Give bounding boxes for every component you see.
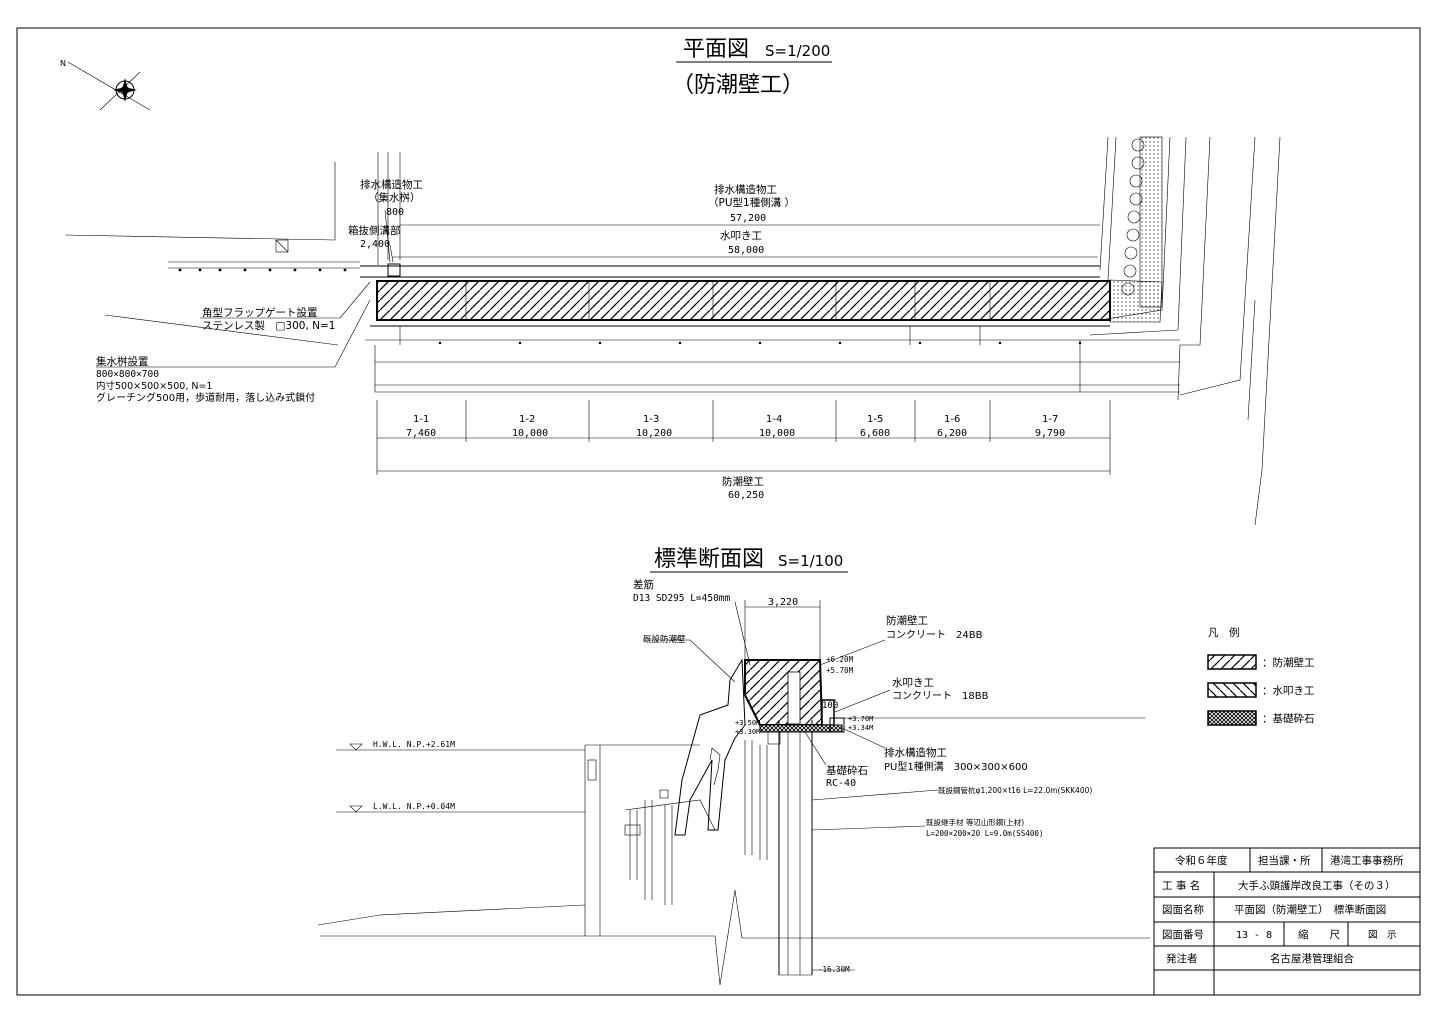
svg-text:集水桝設置: 集水桝設置 <box>96 355 149 368</box>
segment-length: 6,600 <box>860 428 890 439</box>
segment-length: 10,200 <box>636 428 672 439</box>
legend-title: 凡 例 <box>1208 626 1240 639</box>
svg-text:D13 SD295 L=450mm: D13 SD295 L=450mm <box>633 593 731 604</box>
svg-text:令和６年度: 令和６年度 <box>1175 854 1228 867</box>
svg-text:内寸500×500×500, N=1: 内寸500×500×500, N=1 <box>96 380 212 392</box>
svg-text:コンクリート 18BB: コンクリート 18BB <box>892 690 989 702</box>
svg-text:57,200: 57,200 <box>730 213 766 224</box>
water-level-hwl: H.W.L. N.P.+2.61M <box>336 740 585 751</box>
svg-text:差筋: 差筋 <box>633 578 654 591</box>
svg-text:発注者: 発注者 <box>1166 952 1198 965</box>
svg-text:排水構造物工: 排水構造物工 <box>360 178 423 191</box>
svg-text:+3.34M: +3.34M <box>848 724 873 732</box>
section-base-gravel <box>759 724 843 733</box>
svg-text:図面名称: 図面名称 <box>1162 903 1204 916</box>
svg-text:コンクリート 24BB: コンクリート 24BB <box>886 629 983 641</box>
plan-scale: S=1/200 <box>765 42 830 60</box>
svg-text:+3.70M: +3.70M <box>848 715 873 723</box>
north-arrow-icon: N <box>60 59 151 111</box>
segment-name: 1-3 <box>643 414 659 425</box>
segment-name: 1-1 <box>413 414 429 425</box>
svg-text:担当課・所: 担当課・所 <box>1258 854 1311 867</box>
section-wall <box>744 659 824 726</box>
svg-text:L.W.L. N.P.+0.04M: L.W.L. N.P.+0.04M <box>373 802 455 811</box>
segment-name: 1-2 <box>519 414 535 425</box>
legend-swatch-wall <box>1207 654 1257 670</box>
plan-wall-band <box>376 280 1111 321</box>
section-scale: S=1/100 <box>778 552 843 570</box>
segment-length: 10,000 <box>759 428 795 439</box>
segment-length: 10,000 <box>512 428 548 439</box>
section-view: 標準断面図 S=1/100 H.W.L. N.P.+2.61M L.W.L. N… <box>317 547 1150 986</box>
svg-text:基礎砕石: 基礎砕石 <box>826 764 868 777</box>
svg-text:L=200×200×20 L=9.0m(SS400): L=200×200×20 L=9.0m(SS400) <box>926 829 1043 838</box>
svg-text:（集水桝）: （集水桝） <box>368 191 421 204</box>
svg-text:+3.30M: +3.30M <box>735 728 760 736</box>
svg-text:58,000: 58,000 <box>728 245 764 256</box>
svg-text:800×800×700: 800×800×700 <box>96 369 159 380</box>
svg-text:縮 尺: 縮 尺 <box>1298 928 1340 941</box>
title-block: 令和６年度 担当課・所 港湾工事事務所 工 事 名 大手ふ頭護岸改良工事（その３… <box>1153 847 1421 996</box>
plan-view: 平面図 S=1/200 （防潮壁工） N <box>60 37 1281 526</box>
svg-text:港湾工事事務所: 港湾工事事務所 <box>1330 854 1404 867</box>
svg-text:既設継手材 等辺山形鋼(上材): 既設継手材 等辺山形鋼(上材) <box>926 817 1024 827</box>
svg-text:大手ふ頭護岸改良工事（その３）: 大手ふ頭護岸改良工事（その３） <box>1238 879 1396 892</box>
svg-text:2,400: 2,400 <box>360 239 390 250</box>
svg-text:既設防潮壁: 既設防潮壁 <box>643 634 686 645</box>
svg-text:13 - 8: 13 - 8 <box>1236 930 1272 941</box>
svg-text:N: N <box>60 59 66 68</box>
svg-text:+6.20M: +6.20M <box>826 655 854 664</box>
legend-label-apron: ：水叩き工 <box>1262 685 1315 697</box>
svg-text:防潮壁工: 防潮壁工 <box>886 614 928 627</box>
svg-text:工 事 名: 工 事 名 <box>1162 879 1200 892</box>
svg-text:排水構造物工: 排水構造物工 <box>714 183 777 196</box>
legend-label-gravel: ：基礎砕石 <box>1262 712 1315 725</box>
svg-text:箱抜側溝部: 箱抜側溝部 <box>348 224 401 237</box>
legend: 凡 例 ：防潮壁工 ：水叩き工 ：基礎砕石 <box>1207 626 1315 726</box>
segment-name: 1-7 <box>1042 414 1058 425</box>
svg-text:+5.70M: +5.70M <box>826 666 854 675</box>
segment-length: 9,790 <box>1035 428 1065 439</box>
drawing-frame <box>16 27 1421 996</box>
section-title: 標準断面図 <box>654 547 764 572</box>
svg-text:角型フラップゲート設置: 角型フラップゲート設置 <box>202 306 318 319</box>
svg-text:水叩き工: 水叩き工 <box>892 677 934 689</box>
legend-swatch-apron <box>1207 682 1257 698</box>
svg-text:防潮壁工: 防潮壁工 <box>722 475 764 488</box>
svg-text:PU型1種側溝 300×300×600: PU型1種側溝 300×300×600 <box>884 760 1028 773</box>
svg-text:排水構造物工: 排水構造物工 <box>884 746 947 759</box>
svg-text:-16.30M: -16.30M <box>818 965 850 974</box>
plan-subtitle: （防潮壁工） <box>672 73 804 98</box>
segment-length: 7,460 <box>406 428 436 439</box>
segment-name: 1-5 <box>867 414 883 425</box>
svg-text:60,250: 60,250 <box>728 490 764 501</box>
plan-title: 平面図 <box>683 37 749 62</box>
svg-text:+3.50M: +3.50M <box>735 719 760 727</box>
legend-swatch-gravel <box>1207 710 1257 726</box>
segment-name: 1-4 <box>766 414 782 425</box>
segment-name: 1-6 <box>944 414 960 425</box>
svg-text:図面番号: 図面番号 <box>1162 929 1204 941</box>
svg-text:グレーチング500用，歩道耐用，落し込み式鎖付: グレーチング500用，歩道耐用，落し込み式鎖付 <box>96 391 315 404</box>
svg-text:ステンレス製 □300, N=1: ステンレス製 □300, N=1 <box>202 319 335 332</box>
svg-text:3,220: 3,220 <box>768 597 798 608</box>
legend-label-wall: ：防潮壁工 <box>1262 656 1315 669</box>
svg-text:既設鋼管杭φ1,200×t16 L=22.0m(SKK40: 既設鋼管杭φ1,200×t16 L=22.0m(SKK400) <box>938 785 1092 795</box>
svg-text:800: 800 <box>386 207 404 218</box>
svg-text:名古屋港管理組合: 名古屋港管理組合 <box>1270 952 1354 965</box>
svg-text:図 示: 図 示 <box>1368 930 1397 941</box>
svg-text:H.W.L. N.P.+2.61M: H.W.L. N.P.+2.61M <box>373 740 455 749</box>
svg-text:水叩き工: 水叩き工 <box>720 230 762 242</box>
svg-text:（PU型1種側溝 ）: （PU型1種側溝 ） <box>708 196 795 209</box>
water-level-lwl: L.W.L. N.P.+0.04M <box>336 802 585 813</box>
svg-text:RC-40: RC-40 <box>826 778 856 789</box>
svg-text:平面図（防潮壁工） 標準断面図: 平面図（防潮壁工） 標準断面図 <box>1234 903 1386 916</box>
svg-text:100: 100 <box>822 701 838 711</box>
segment-length: 6,200 <box>937 428 967 439</box>
